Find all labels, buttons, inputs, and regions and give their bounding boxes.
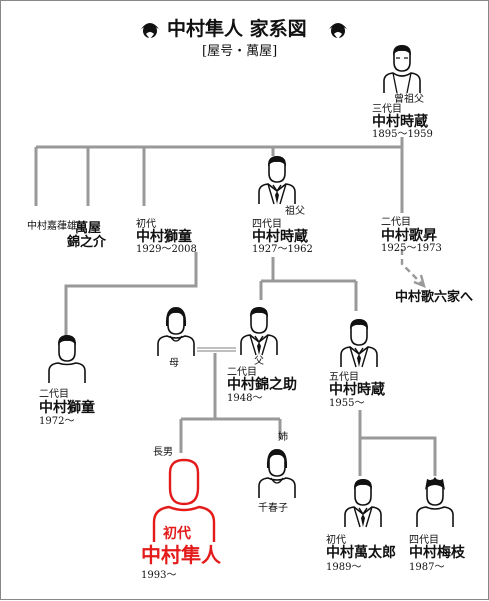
line-great-grandfather-to-children <box>34 137 404 213</box>
tokizo5-person-icon <box>340 318 378 368</box>
line-parents-to-children <box>179 353 282 453</box>
kinnosuke-name-line1: 萬屋 <box>75 221 102 236</box>
page-subtitle: [屋号・萬屋] <box>202 44 278 59</box>
family-crest-icon <box>141 23 159 39</box>
page-title: 中村隼人 家系図 <box>167 18 307 40</box>
line-grandfather-to-children <box>259 257 358 311</box>
great-grandfather-role: 曾祖父 <box>394 94 424 105</box>
mantaro-generation: 初代 <box>326 535 346 546</box>
family-crest-icon <box>329 23 347 39</box>
marriage-line <box>197 347 236 352</box>
tokizo5-generation: 五代目 <box>329 372 359 383</box>
mantaro-years: 1989〜 <box>326 562 362 573</box>
line-tokizo5-to-children <box>358 410 437 476</box>
sister-relation: 姉 <box>278 432 288 443</box>
hayato-name: 中村隼人 <box>141 543 221 567</box>
sister-person-icon <box>258 448 296 499</box>
great-grandfather-name: 中村時蔵 <box>372 114 428 130</box>
kasho-years: 1925〜1973 <box>381 243 442 254</box>
line-shido1-to-shido2 <box>64 252 198 336</box>
baishi-person-icon <box>416 476 454 528</box>
grandfather-person-icon <box>258 155 296 205</box>
father-generation: 二代目 <box>227 367 257 378</box>
kinnosuke-name-line2: 錦之介 <box>67 235 107 250</box>
grandfather-role: 祖父 <box>285 206 305 217</box>
shido2-name: 中村獅童 <box>39 400 95 416</box>
grandfather-generation: 四代目 <box>252 219 282 230</box>
great-grandfather-years: 1895〜1959 <box>372 129 433 140</box>
connector-lines <box>34 137 437 476</box>
baishi-years: 1987〜 <box>409 562 445 573</box>
grandfather-name: 中村時蔵 <box>252 229 308 245</box>
kasho-generation: 二代目 <box>381 217 411 228</box>
father-name: 中村錦之助 <box>227 377 297 393</box>
baishi-generation: 四代目 <box>409 535 439 546</box>
dashed-arrow-to-kaho-family <box>400 249 423 285</box>
hayato-years: 1993〜 <box>141 570 177 581</box>
shido1-name: 中村獅童 <box>136 229 192 245</box>
sister-name: 千春子 <box>258 503 288 514</box>
hayato-relation: 長男 <box>153 447 173 458</box>
tokizo5-name: 中村時蔵 <box>329 382 385 398</box>
mother-role: 母 <box>169 358 179 369</box>
great-grandfather-person-icon <box>383 44 421 94</box>
kaho-family-note: 中村歌六家へ <box>395 290 474 305</box>
kasho-name: 中村歌昇 <box>381 228 437 244</box>
baishi-name: 中村梅枝 <box>409 545 465 561</box>
shido2-generation: 二代目 <box>39 389 69 400</box>
father-person-icon <box>240 306 278 356</box>
mantaro-name: 中村萬太郎 <box>326 545 396 561</box>
hayato-generation: 初代 <box>163 526 191 542</box>
tokizo5-years: 1955〜 <box>329 398 365 409</box>
shido1-generation: 初代 <box>136 219 156 230</box>
grandfather-years: 1927〜1962 <box>252 244 313 255</box>
shido2-person-icon <box>48 334 86 384</box>
shido1-years: 1929〜2008 <box>136 244 197 255</box>
mother-person-icon <box>157 306 195 357</box>
mantaro-person-icon <box>344 478 382 528</box>
kanbyo-name: 中村嘉葎雄 <box>27 221 77 232</box>
great-grandfather-generation: 三代目 <box>372 104 402 115</box>
shido2-years: 1972〜 <box>39 416 75 427</box>
father-years: 1948〜 <box>227 393 263 404</box>
father-role: 父 <box>254 356 264 367</box>
